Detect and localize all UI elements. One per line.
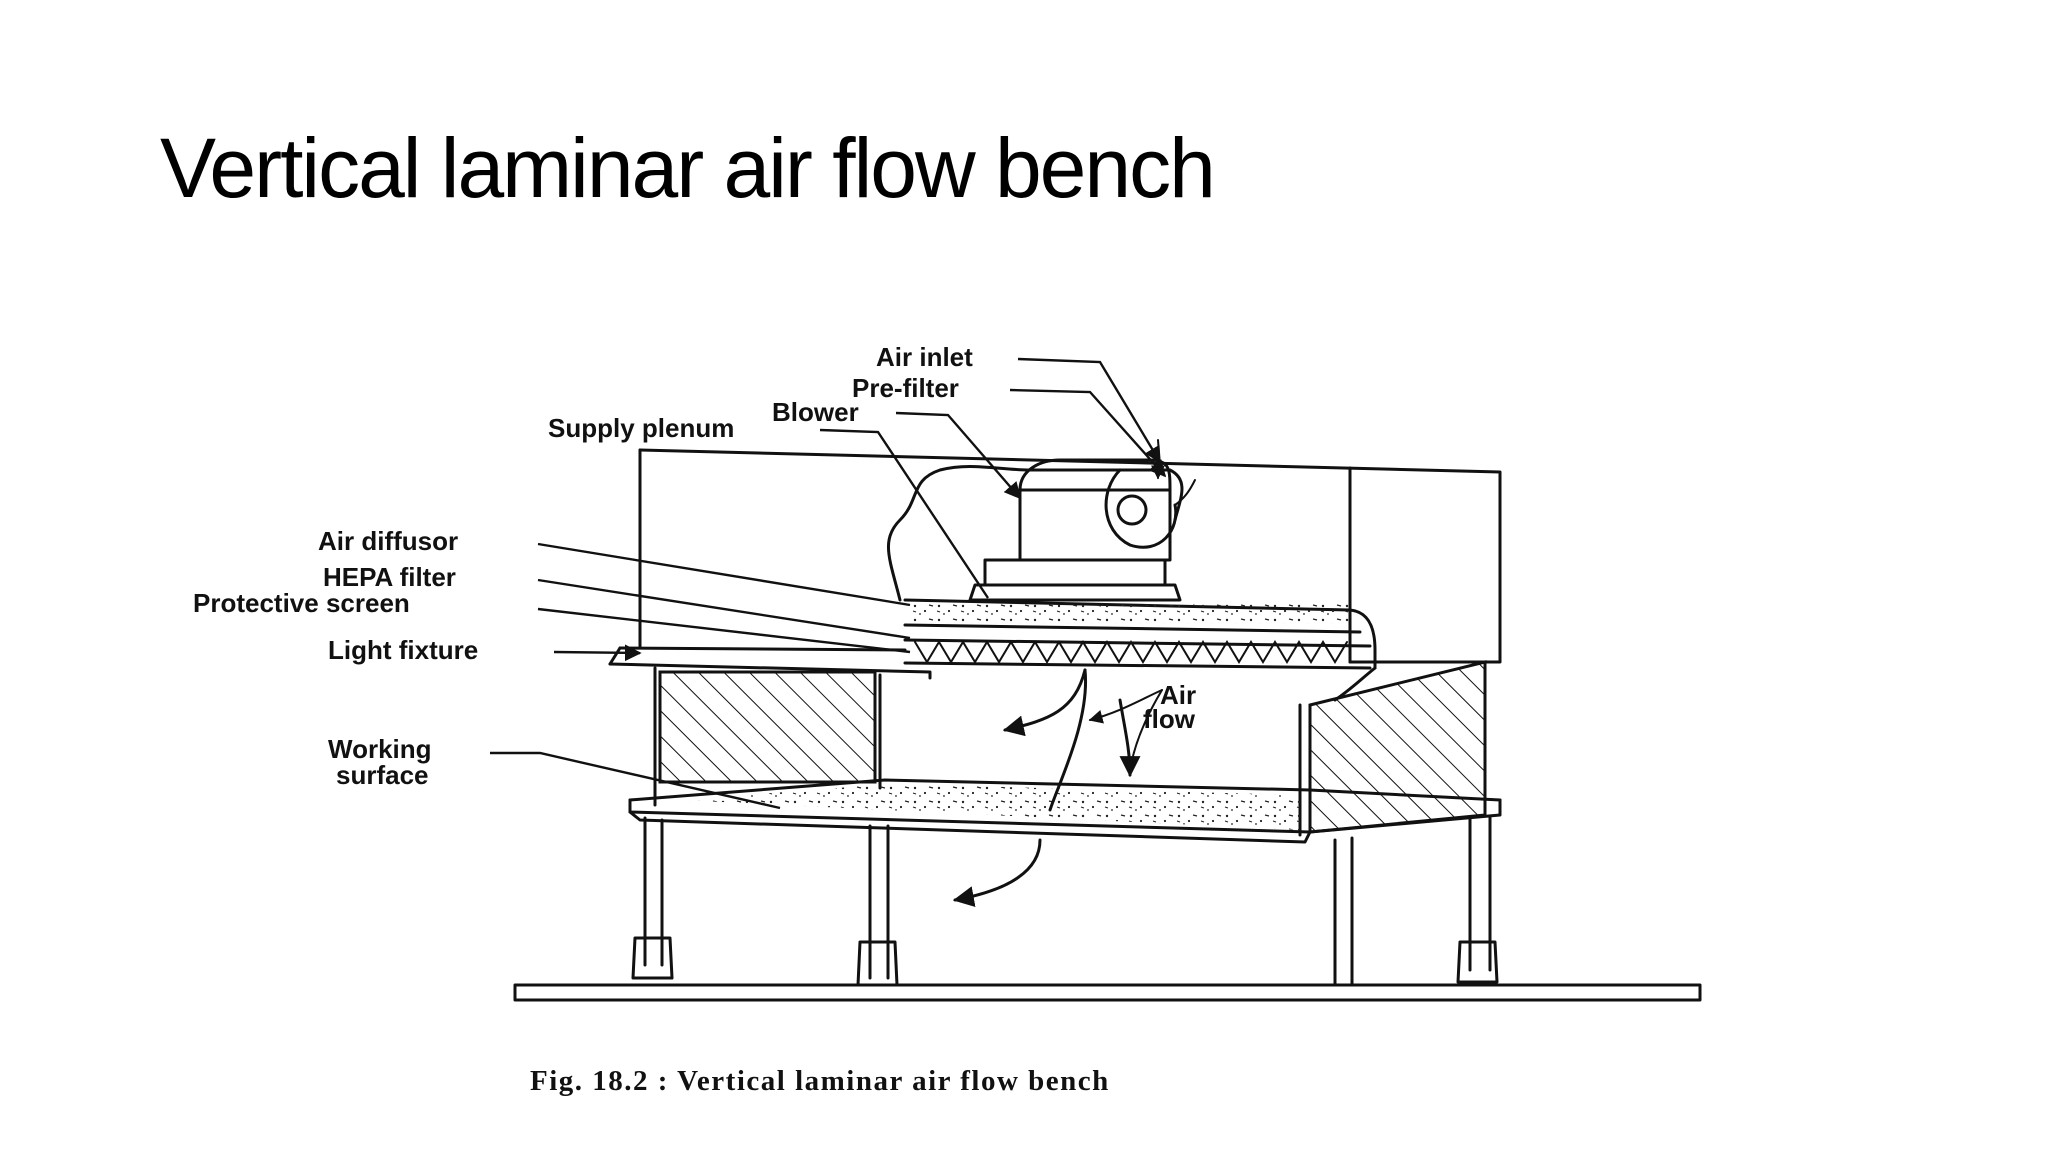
leader-lines xyxy=(490,357,1167,810)
label-air-flow-line2: flow xyxy=(1143,704,1196,734)
figure-caption: Fig. 18.2 : Vertical laminar air flow be… xyxy=(530,1065,1110,1097)
legs xyxy=(631,814,1499,987)
blower-base xyxy=(968,558,1182,602)
floor-base xyxy=(513,983,1702,1002)
blower xyxy=(1018,458,1196,562)
label-working-surface-line1: Working xyxy=(328,734,432,764)
label-supply-plenum: Supply plenum xyxy=(548,413,734,443)
label-pre-filter: Pre-filter xyxy=(852,373,959,403)
work-table xyxy=(628,778,1502,844)
label-light-fixture: Light fixture xyxy=(328,635,478,665)
slide-title: Vertical laminar air flow bench xyxy=(160,121,1216,215)
hood xyxy=(638,448,1502,664)
label-air-inlet: Air inlet xyxy=(876,342,973,372)
filter-stack xyxy=(903,598,1377,670)
working-surface xyxy=(680,784,1300,830)
label-hepa-filter: HEPA filter xyxy=(323,562,456,592)
label-air-diffusor: Air diffusor xyxy=(318,526,458,556)
label-blower: Blower xyxy=(772,397,859,427)
right-side-panel xyxy=(1308,660,1487,834)
label-air-flow-line1: Air xyxy=(1160,680,1196,710)
supply-plenum xyxy=(886,464,1184,602)
left-side-panel xyxy=(658,670,877,784)
light-fixture xyxy=(608,646,1377,702)
label-working-surface-line2: surface xyxy=(336,760,429,790)
label-protective-screen: Protective screen xyxy=(193,588,410,618)
